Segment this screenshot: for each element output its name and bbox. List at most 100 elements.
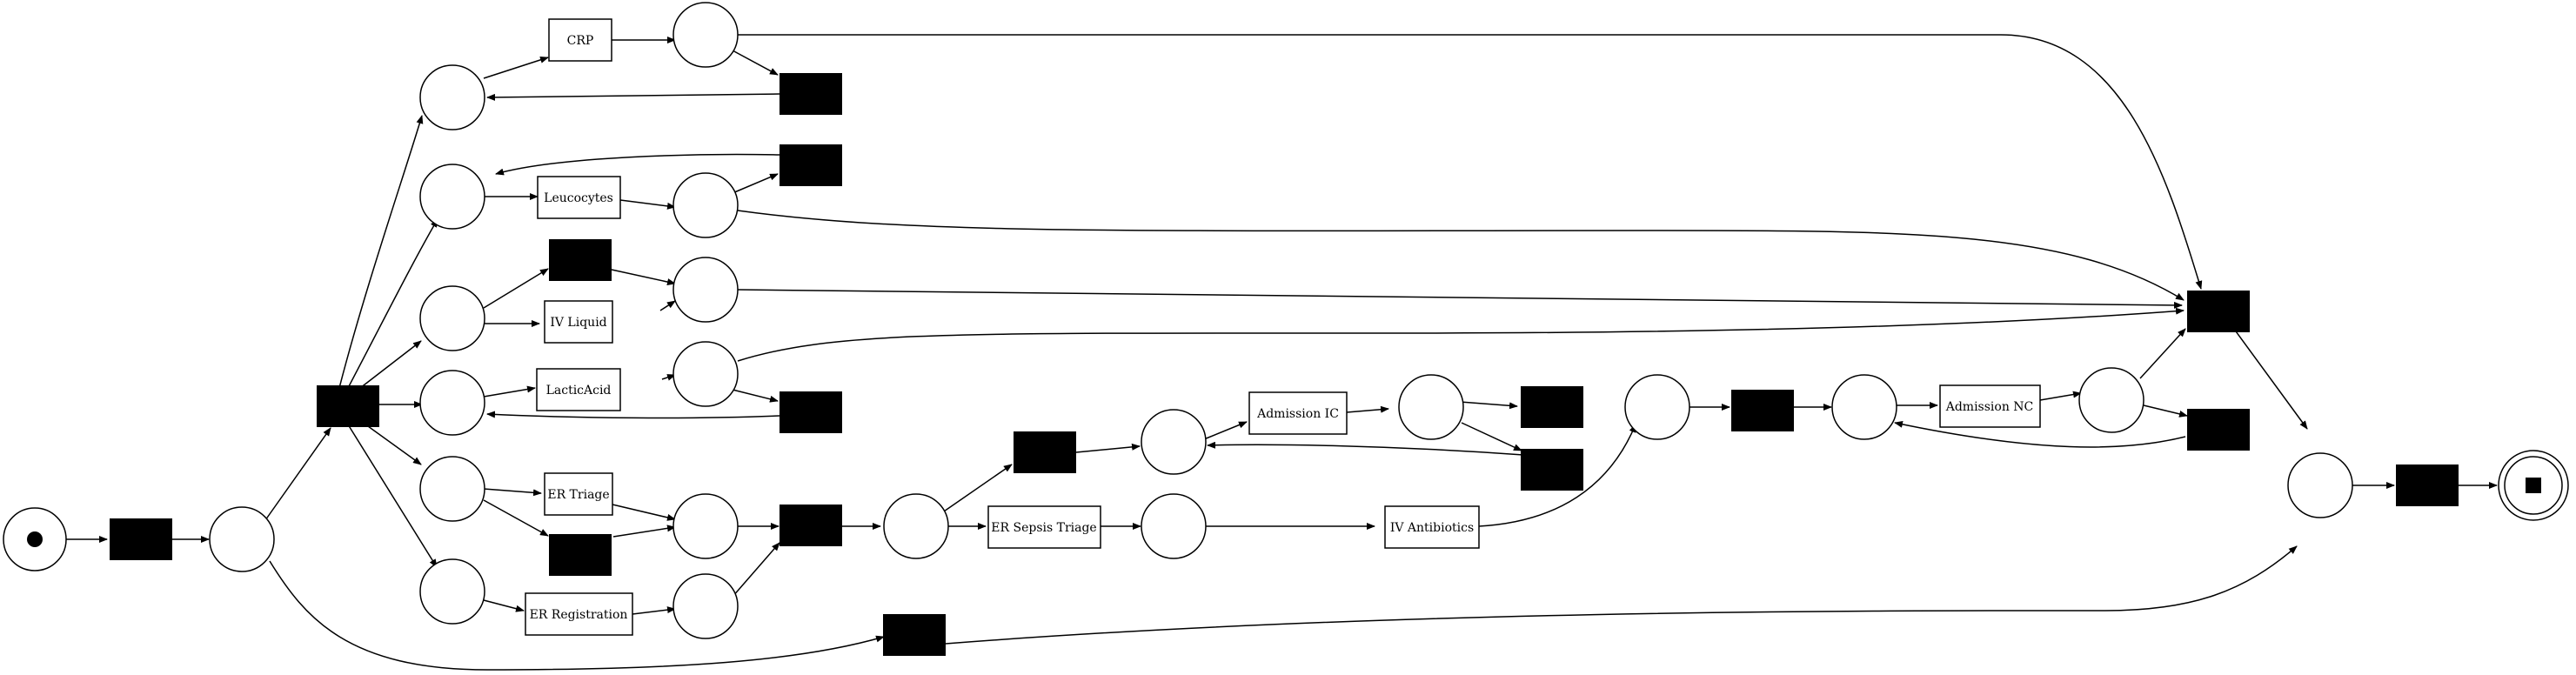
- arc: [269, 560, 885, 671]
- place: [209, 506, 275, 572]
- arc: [732, 389, 779, 403]
- transition-er-triage-label: ER Triage: [547, 488, 609, 502]
- silent-transition: [549, 239, 612, 281]
- transition-crp-label: CRP: [567, 34, 594, 48]
- labeled-transitions: [525, 18, 2041, 636]
- arc: [1203, 421, 1248, 440]
- arc: [612, 504, 676, 521]
- arc: [486, 93, 780, 101]
- transition-iv-antibiotics-label: IV Antibiotics: [1390, 521, 1474, 535]
- arc: [659, 300, 676, 311]
- transition-crp-box: [548, 18, 612, 62]
- transition-leucocytes-box: [537, 176, 621, 219]
- arc: [2039, 391, 2082, 401]
- arc: [619, 199, 676, 210]
- arc: [738, 34, 2203, 290]
- transition-er-sepsis-triage-box: [987, 505, 1101, 549]
- silent-transition: [2396, 464, 2459, 506]
- place: [419, 285, 485, 351]
- place: [672, 2, 739, 68]
- transition-admission-nc-box: [1939, 384, 2041, 428]
- arc: [945, 545, 2298, 645]
- arc: [732, 50, 779, 76]
- arc: [351, 340, 422, 395]
- transition-er-triage-box: [544, 472, 613, 516]
- place: [672, 573, 739, 639]
- places: [3, 2, 2569, 639]
- transition-leucocytes-label: Leucocytes: [544, 191, 613, 205]
- arc: [347, 218, 438, 389]
- transition-iv-liquid-label: IV Liquid: [550, 316, 606, 330]
- place: [883, 493, 949, 559]
- arc: [483, 385, 536, 398]
- arc: [737, 307, 2185, 362]
- silent-transition: [1731, 390, 1794, 431]
- arc: [737, 289, 2183, 309]
- silent-transition: [2187, 409, 2250, 451]
- arc: [483, 56, 549, 79]
- silent-transition: [883, 614, 946, 656]
- transition-lactic-acid-box: [536, 368, 621, 411]
- arc: [483, 488, 542, 497]
- place: [419, 558, 485, 625]
- silent-transition: [2187, 291, 2250, 332]
- place: [419, 164, 485, 230]
- arc: [632, 606, 676, 615]
- arc: [1461, 422, 1522, 451]
- final-marking-square: [2526, 478, 2541, 493]
- arc: [611, 269, 676, 285]
- place: [419, 370, 485, 436]
- arc: [2139, 328, 2186, 379]
- arc: [1207, 441, 1524, 456]
- transition-er-registration-label: ER Registration: [530, 608, 628, 622]
- arc: [486, 411, 780, 419]
- transition-admission-ic-label: Admission IC: [1256, 407, 1339, 421]
- place: [1624, 374, 1690, 440]
- silent-transition: [317, 385, 379, 427]
- place: [2078, 367, 2144, 433]
- silent-transition: [549, 534, 612, 576]
- arc: [612, 525, 676, 538]
- place: [672, 257, 739, 323]
- silent-transition: [779, 505, 842, 546]
- arc: [1894, 420, 2186, 448]
- place: [1831, 374, 1897, 440]
- arc: [495, 153, 780, 176]
- silent-transition: [110, 518, 172, 560]
- arc: [483, 268, 549, 309]
- arc: [732, 542, 780, 598]
- arc: [347, 424, 438, 568]
- arc: [1346, 405, 1389, 413]
- arc: [940, 464, 1013, 514]
- arc: [2228, 321, 2308, 430]
- silent-transition: [1521, 449, 1583, 491]
- silent-transition: [779, 391, 842, 433]
- arc: [1075, 443, 1141, 453]
- transition-iv-liquid-box: [544, 300, 613, 344]
- arcs: [66, 34, 2498, 671]
- arc: [732, 173, 779, 194]
- transition-admission-ic-box: [1248, 391, 1348, 435]
- arc: [2143, 404, 2188, 418]
- arc: [1478, 424, 1636, 527]
- place: [419, 64, 485, 130]
- arc: [338, 115, 424, 389]
- place: [419, 456, 485, 522]
- arc: [737, 210, 2185, 301]
- transition-er-registration-box: [525, 592, 633, 636]
- arc: [483, 599, 525, 612]
- place: [1141, 409, 1207, 475]
- place: [1141, 493, 1207, 559]
- transition-labels: CRP Leucocytes IV Liquid LacticAcid ER T…: [530, 34, 2034, 622]
- silent-transition: [1521, 386, 1583, 428]
- arc: [483, 499, 549, 537]
- silent-transition: [1014, 431, 1076, 473]
- transition-iv-antibiotics-box: [1384, 505, 1480, 549]
- silent-transitions: [110, 73, 2459, 656]
- transition-admission-nc-label: Admission NC: [1945, 400, 2034, 414]
- transition-lactic-acid-label: LacticAcid: [546, 384, 612, 398]
- silent-transition: [779, 73, 842, 115]
- transition-er-sepsis-triage-label: ER Sepsis Triage: [991, 521, 1096, 535]
- place: [672, 172, 739, 238]
